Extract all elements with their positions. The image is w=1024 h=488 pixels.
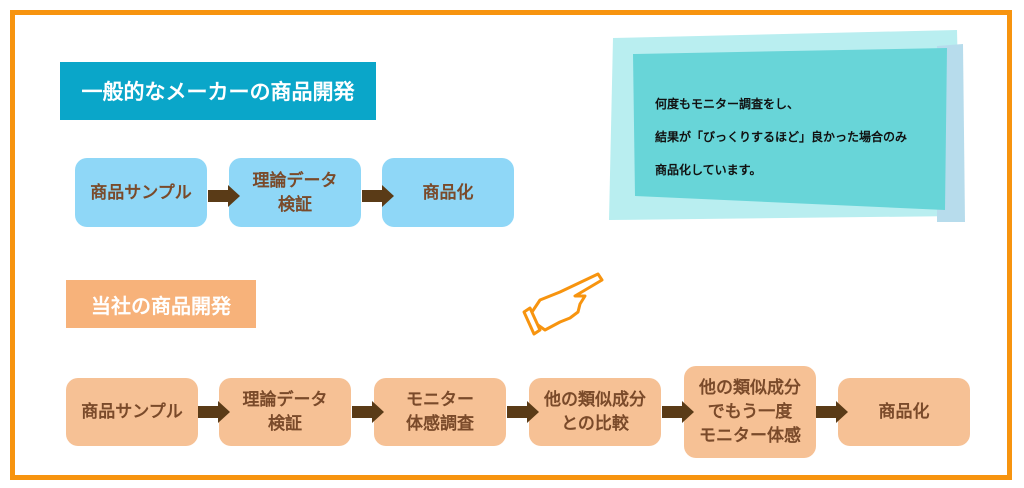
note-line: 結果が「びっくりするほど」良かった場合のみ [655,130,908,144]
arrow-icon [507,401,539,423]
general-step-sample: 商品サンプル [75,158,207,227]
arrow-icon [816,401,848,423]
arrow-icon [662,401,694,423]
note-line: 何度もモニター調査をし、 [655,97,800,111]
arrow-icon [198,401,230,423]
our-step-monitor: モニター 体感調査 [374,378,506,446]
general-step-product: 商品化 [382,158,514,227]
general-step-theory: 理論データ 検証 [229,158,361,227]
our-step-theory: 理論データ 検証 [219,378,351,446]
arrow-icon [208,185,240,207]
our-process-title: 当社の商品開発 [66,280,256,328]
our-step-sample: 商品サンプル [66,378,198,446]
arrow-icon [362,185,394,207]
arrow-icon [352,401,384,423]
our-step-remonitor: 他の類似成分 でもう一度 モニター体感 [684,366,816,458]
note-box: 何度もモニター調査をし、 結果が「びっくりするほど」良かった場合のみ 商品化して… [607,26,965,224]
outer-frame [10,10,1012,480]
note-line: 商品化しています。 [655,163,762,177]
general-process-title: 一般的なメーカーの商品開発 [60,62,376,120]
our-step-compare: 他の類似成分 との比較 [529,378,661,446]
pointing-hand-icon [522,272,604,336]
our-step-product: 商品化 [838,378,970,446]
brush-background [609,30,965,222]
